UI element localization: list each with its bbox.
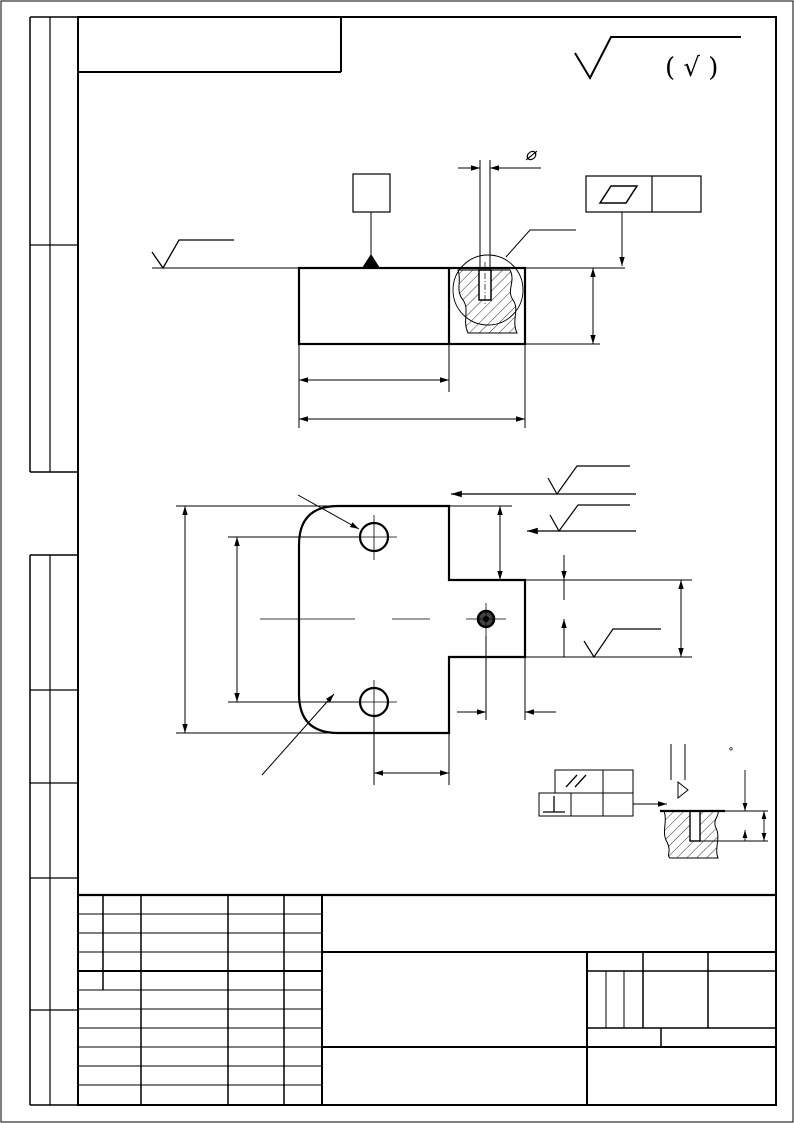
roughness-extra-mark: ( √ ) xyxy=(665,53,718,83)
flatness-icon xyxy=(598,185,639,204)
countersink-detail xyxy=(660,744,768,859)
datum-feature-symbol xyxy=(352,173,391,268)
front-view-dimensions xyxy=(298,268,596,428)
diameter-dimension xyxy=(458,160,541,270)
tapped-hole-detail xyxy=(452,229,576,334)
parallelism-tolerance-frame xyxy=(538,769,667,817)
top-view-dimensions xyxy=(176,494,692,785)
front-view xyxy=(152,266,625,346)
general-roughness-symbol xyxy=(574,36,741,81)
diameter-symbol: ⌀ xyxy=(525,144,538,165)
roughness-symbol-top-face xyxy=(151,239,234,270)
title-block xyxy=(78,893,776,1105)
flatness-tolerance-frame xyxy=(585,175,702,266)
detail-marker: ˚ xyxy=(728,746,734,761)
roughness-symbols-top-view xyxy=(451,465,661,659)
top-view xyxy=(260,504,527,735)
top-stamp-box xyxy=(78,17,342,73)
